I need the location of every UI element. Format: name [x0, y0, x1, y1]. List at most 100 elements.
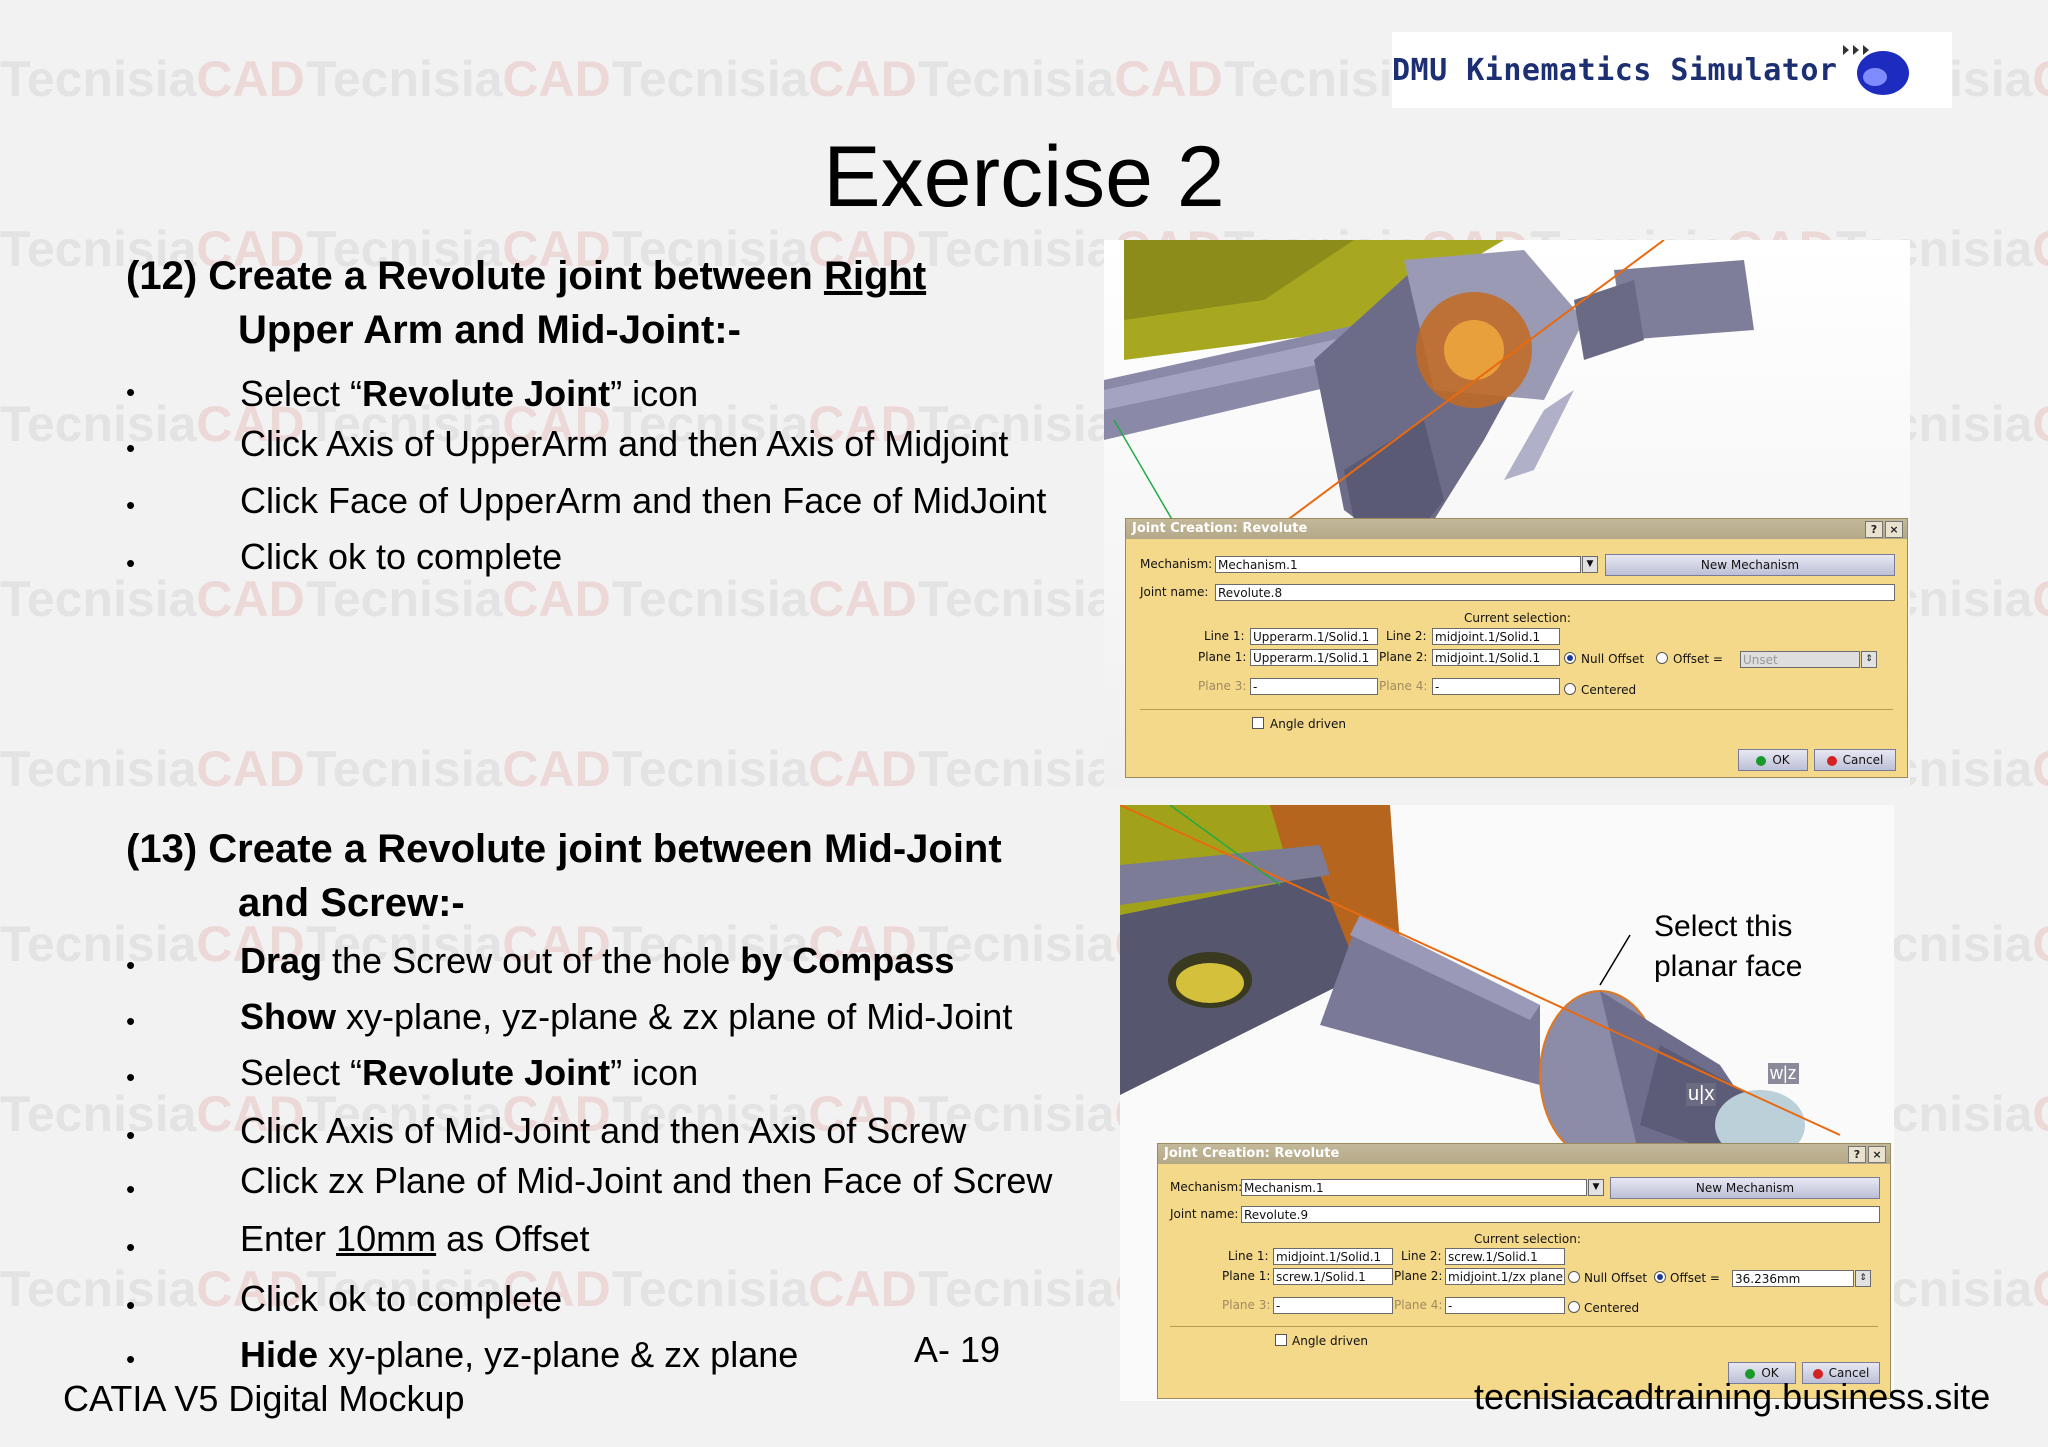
angle-driven-label: Angle driven	[1292, 1334, 1368, 1348]
null-offset-radio[interactable]	[1564, 652, 1576, 664]
footer-course-title: CATIA V5 Digital Mockup	[63, 1378, 465, 1419]
chevron-down-icon[interactable]: ▼	[1588, 1179, 1604, 1196]
watermark-text: TecnisiaCAD	[306, 571, 611, 627]
section-13-heading: (13) Create a Revolute joint between Mid…	[126, 822, 1002, 930]
list-item-text: Hide xy-plane, yz-plane & zx plane	[240, 1334, 799, 1375]
offset-label: Offset =	[1673, 652, 1723, 666]
divider	[1140, 709, 1893, 710]
cancel-icon	[1812, 1368, 1823, 1379]
section-12-heading-line2: Upper Arm and Mid-Joint:-	[238, 308, 741, 352]
list-item-text: Click ok to complete	[240, 536, 563, 577]
watermark-text: TecnisiaCAD	[306, 741, 611, 797]
dialog-title-bar: Joint Creation: Revolute ? ×	[1126, 519, 1907, 539]
line2-label: Line 2:	[1401, 1249, 1442, 1263]
chevron-down-icon[interactable]: ▼	[1582, 556, 1598, 573]
dialog-title-buttons: ? ×	[1865, 521, 1903, 538]
watermark-text: TecnisiaCAD	[0, 51, 305, 107]
null-offset-radio[interactable]	[1568, 1271, 1580, 1283]
joint-name-field[interactable]: Revolute.9	[1241, 1206, 1880, 1223]
plane3-label: Plane 3:	[1198, 679, 1247, 693]
dialog-title: Joint Creation: Revolute	[1132, 521, 1308, 536]
angle-driven-checkbox[interactable]	[1252, 717, 1264, 729]
bullet-marker: •	[126, 377, 136, 407]
watermark-text: TecnisiaCAD	[0, 571, 305, 627]
line2-field[interactable]: screw.1/Solid.1	[1445, 1248, 1565, 1265]
cancel-button[interactable]: Cancel	[1802, 1362, 1880, 1384]
close-button[interactable]: ×	[1885, 521, 1903, 538]
plane4-label: Plane 4:	[1394, 1298, 1443, 1312]
ok-button[interactable]: OK	[1738, 749, 1808, 771]
plane4-field[interactable]: -	[1432, 678, 1560, 695]
null-offset-label: Null Offset	[1581, 652, 1645, 666]
joint-creation-dialog-2: Joint Creation: Revolute ? × Mechanism: …	[1157, 1143, 1891, 1399]
new-mechanism-button[interactable]: New Mechanism	[1605, 554, 1895, 576]
angle-driven-label: Angle driven	[1270, 717, 1346, 731]
list-item-text: Select “Revolute Joint” icon	[240, 1052, 699, 1093]
centered-radio[interactable]	[1568, 1301, 1580, 1313]
spinner-icon[interactable]: ⇕	[1855, 1270, 1871, 1287]
logo-graphic-icon	[1843, 45, 1910, 95]
spinner-icon[interactable]: ⇕	[1861, 651, 1877, 668]
null-offset-label: Null Offset	[1584, 1271, 1648, 1285]
logo-text: DMU Kinematics Simulator	[1392, 52, 1838, 88]
offset-field[interactable]: 36.236mm	[1732, 1270, 1854, 1287]
plane4-label: Plane 4:	[1379, 679, 1428, 693]
offset-radio[interactable]	[1656, 652, 1668, 664]
callout-line2: planar face	[1654, 950, 1803, 983]
plane1-label: Plane 1:	[1222, 1269, 1271, 1283]
bullet-marker: •	[126, 433, 136, 463]
dialog-title: Joint Creation: Revolute	[1164, 1146, 1340, 1161]
angle-driven-checkbox[interactable]	[1275, 1334, 1287, 1346]
new-mechanism-button[interactable]: New Mechanism	[1610, 1177, 1880, 1199]
ok-icon	[1756, 755, 1767, 766]
line2-field[interactable]: midjoint.1/Solid.1	[1432, 628, 1560, 645]
bullet-marker: •	[126, 1344, 136, 1374]
mechanism-label: Mechanism:	[1140, 557, 1213, 571]
plane2-label: Plane 2:	[1379, 650, 1428, 664]
plane2-field[interactable]: midjoint.1/Solid.1	[1432, 649, 1560, 666]
ok-button[interactable]: OK	[1728, 1362, 1796, 1384]
list-item-text: Click Axis of Mid-Joint and then Axis of…	[240, 1110, 967, 1151]
mechanism-select[interactable]: Mechanism.1	[1241, 1179, 1587, 1196]
close-button[interactable]: ×	[1868, 1146, 1886, 1163]
plane3-field[interactable]: -	[1250, 678, 1378, 695]
joint-name-label: Joint name:	[1140, 585, 1209, 599]
divider	[1170, 1326, 1878, 1327]
section-12-heading-underlined: Right	[823, 254, 927, 298]
centered-radio[interactable]	[1564, 683, 1576, 695]
offset-label: Offset =	[1670, 1271, 1720, 1285]
centered-label: Centered	[1581, 683, 1637, 697]
footer-website: tecnisiacadtraining.business.site	[1474, 1376, 1991, 1417]
line1-label: Line 1:	[1204, 629, 1245, 643]
line1-field[interactable]: midjoint.1/Solid.1	[1273, 1248, 1393, 1265]
mechanism-select[interactable]: Mechanism.1	[1215, 556, 1581, 573]
plane4-field[interactable]: -	[1445, 1297, 1565, 1314]
current-selection-label: Current selection:	[1464, 611, 1571, 625]
joint-name-field[interactable]: Revolute.8	[1215, 584, 1895, 601]
help-button[interactable]: ?	[1848, 1146, 1866, 1163]
list-item-text: Show xy-plane, yz-plane & zx plane of Mi…	[240, 996, 1013, 1037]
callout-text: Select this planar face	[1654, 907, 1802, 987]
offset-radio[interactable]	[1654, 1271, 1666, 1283]
list-item-text: Click zx Plane of Mid-Joint and then Fac…	[240, 1160, 1053, 1201]
cancel-button[interactable]: Cancel	[1814, 749, 1896, 771]
plane3-label: Plane 3:	[1222, 1298, 1271, 1312]
plane1-field[interactable]: screw.1/Solid.1	[1273, 1268, 1393, 1285]
help-button[interactable]: ?	[1865, 521, 1883, 538]
plane2-label: Plane 2:	[1394, 1269, 1443, 1283]
plane3-field[interactable]: -	[1273, 1297, 1393, 1314]
list-item-text: Enter 10mm as Offset	[240, 1218, 590, 1259]
dialog-title-bar: Joint Creation: Revolute ? ×	[1158, 1144, 1890, 1164]
plane2-field[interactable]: midjoint.1/zx plane	[1445, 1268, 1565, 1285]
plane1-label: Plane 1:	[1198, 650, 1247, 664]
offset-field[interactable]: Unset	[1740, 651, 1860, 668]
dialog-title-buttons: ? ×	[1848, 1146, 1886, 1163]
bullet-marker: •	[126, 1062, 136, 1092]
watermark-text: TecnisiaCAD	[612, 51, 917, 107]
plane1-field[interactable]: Upperarm.1/Solid.1	[1250, 649, 1378, 666]
line2-label: Line 2:	[1386, 629, 1427, 643]
section-13-heading-text: (13) Create a Revolute joint between Mid…	[126, 827, 1002, 871]
watermark-text: TecnisiaCAD	[0, 741, 305, 797]
watermark-text: TecnisiaCAD	[612, 741, 917, 797]
line1-field[interactable]: Upperarm.1/Solid.1	[1250, 628, 1378, 645]
